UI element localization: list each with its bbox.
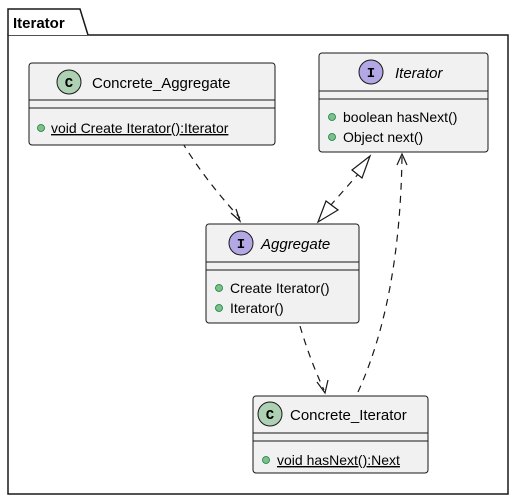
class-badge-icon	[257, 401, 283, 427]
method: Object next()	[343, 129, 423, 145]
interface-badge-icon	[358, 59, 384, 85]
interface-aggregate[interactable]: I Aggregate Create Iterator() Iterator()	[205, 223, 360, 324]
package-name: Iterator	[13, 15, 65, 32]
class-badge-letter: C	[266, 408, 275, 424]
class-badge-icon	[56, 69, 82, 95]
public-method-icon	[328, 133, 336, 141]
class-concrete-aggregate[interactable]: C Concrete_Aggregate void Create Iterato…	[28, 62, 276, 146]
public-method-icon	[328, 113, 336, 121]
public-method-icon	[215, 284, 223, 292]
interface-name: Iterator	[395, 65, 444, 82]
method: void hasNext():Next	[277, 452, 400, 468]
relations	[181, 141, 408, 395]
class-badge-letter: C	[65, 76, 74, 92]
method: boolean hasNext()	[343, 109, 457, 125]
interface-name: Aggregate	[260, 236, 330, 253]
public-method-icon	[215, 304, 223, 312]
class-concrete-iterator[interactable]: C Concrete_Iterator void hasNext():Next	[252, 395, 429, 474]
dependency-concrete-iterator-to-iterator	[357, 155, 403, 393]
interface-badge-letter: I	[367, 66, 375, 82]
interface-iterator[interactable]: I Iterator boolean hasNext() Object next…	[318, 52, 489, 153]
realization-arrowhead-iterator	[351, 154, 372, 179]
interface-badge-icon	[228, 230, 254, 256]
method: Create Iterator()	[230, 280, 330, 296]
arrowhead-iterator	[396, 152, 408, 166]
arrowhead-aggregate	[230, 208, 242, 223]
public-method-icon	[262, 456, 270, 464]
public-method-icon	[37, 124, 45, 132]
interface-badge-letter: I	[237, 237, 245, 253]
dependency-aggregate-to-concrete-iterator	[299, 325, 325, 391]
method: void Create Iterator():Iterator	[51, 120, 229, 136]
class-name: Concrete_Iterator	[290, 407, 407, 424]
method: Iterator()	[230, 300, 284, 316]
realization-tail	[316, 200, 340, 224]
arrowhead-concrete-iterator	[316, 379, 329, 395]
class-name: Concrete_Aggregate	[92, 75, 230, 92]
